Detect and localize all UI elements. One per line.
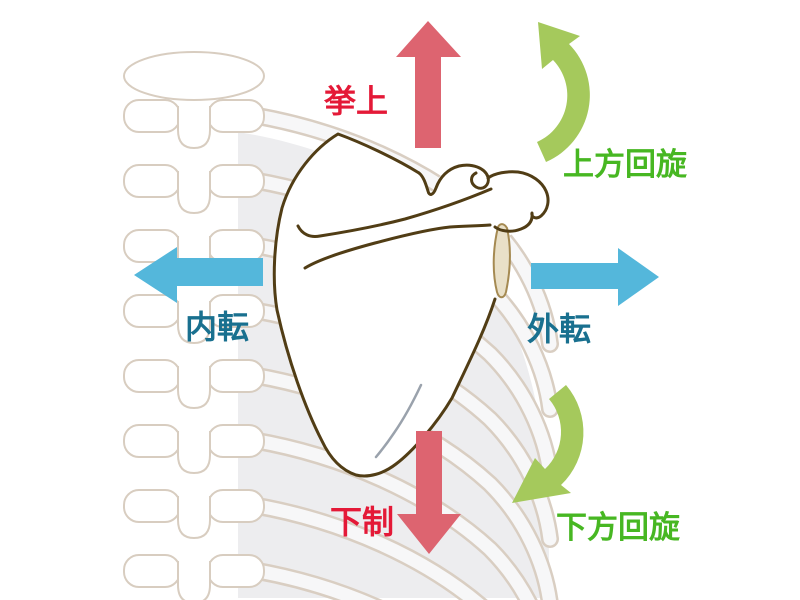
- adduction-label: 内転: [185, 308, 250, 346]
- coracoid-process: [417, 163, 490, 196]
- clavicle-end: [486, 170, 550, 233]
- depression-arrow: [397, 431, 461, 554]
- abduction-arrow: [531, 248, 659, 306]
- downward-rotation-arrow: [512, 385, 584, 503]
- clavicle-upper-edge: [296, 187, 493, 238]
- lateral-border-shading-line: [374, 383, 423, 459]
- scapular-spine-line: [303, 223, 492, 270]
- elevation-arrow: [396, 21, 461, 148]
- depression-label: 下制: [330, 503, 395, 541]
- scapula-silhouette: [274, 134, 548, 476]
- adduction-arrow: [134, 247, 263, 303]
- upward-rotation-label: 上方回旋: [563, 147, 687, 183]
- spine-illustration: [123, 51, 265, 600]
- upward-rotation-arrow: [537, 22, 590, 162]
- elevation-label: 挙上: [324, 82, 389, 120]
- glenoid-strip: [492, 223, 511, 299]
- scapula-illustration: [272, 132, 550, 478]
- downward-rotation-label: 下方回旋: [556, 510, 680, 546]
- scapula-border: [272, 132, 497, 478]
- abduction-label: 外転: [527, 310, 592, 348]
